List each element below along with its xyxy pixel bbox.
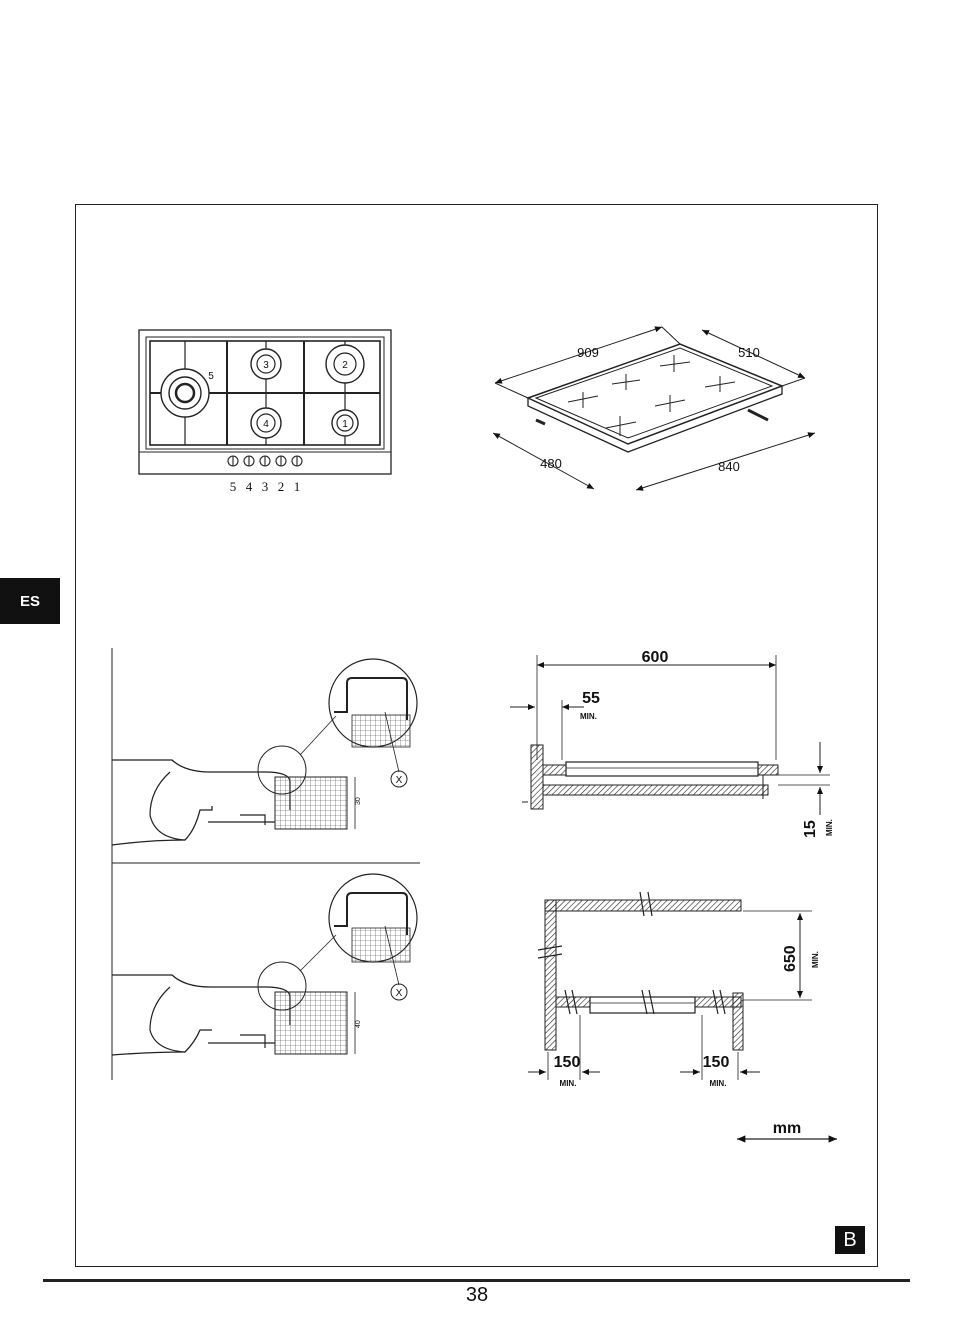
worktop-thickness-upper: 30 [355,797,362,805]
figure-label: B [835,1226,865,1254]
page-number: 38 [465,1284,489,1306]
min-label: MIN. [710,1079,727,1088]
side-gap-value: 55 [582,690,600,707]
burner-number: 5 [208,371,214,382]
min-label: MIN. [825,819,834,836]
figure-frame [75,204,878,1267]
height-clearance-value: 650 [782,945,799,972]
knob-number: 1 [294,479,301,494]
width-clearance-value: 600 [642,649,669,666]
depth-clearance-value: 15 [802,820,819,838]
clearance-diagram-bottom [528,891,812,1080]
hob-top-view [138,329,392,475]
left-clearance-value: 150 [554,1054,581,1071]
units-label: mm [773,1120,801,1137]
language-tab: ES [0,578,60,624]
cutout-depth-dimension: 480 [540,456,562,471]
knob-number: 4 [246,479,253,494]
knob-number: 2 [278,479,285,494]
units-indicator: mm [737,1120,837,1143]
hob-perspective [492,326,816,491]
burner-number: 3 [263,360,269,371]
min-label: MIN. [580,712,597,721]
cutout-width-dimension: 840 [718,459,740,474]
burner-number: 2 [342,360,348,371]
knob-number: 5 [230,479,237,494]
side-section-views [111,648,420,1080]
right-clearance-value: 150 [703,1054,730,1071]
worktop-thickness-lower: 40 [355,1020,362,1028]
depth-dimension: 510 [738,345,760,360]
burner-number: 1 [342,419,348,430]
burner-number: 4 [263,419,269,430]
detail-marker: X [396,775,403,786]
clearance-diagram-top [510,655,830,815]
footer-rule [43,1279,910,1282]
min-label: MIN. [811,951,820,968]
detail-marker: X [396,988,403,999]
width-dimension: 909 [577,345,599,360]
min-label: MIN. [560,1079,577,1088]
knob-number: 3 [262,479,269,494]
